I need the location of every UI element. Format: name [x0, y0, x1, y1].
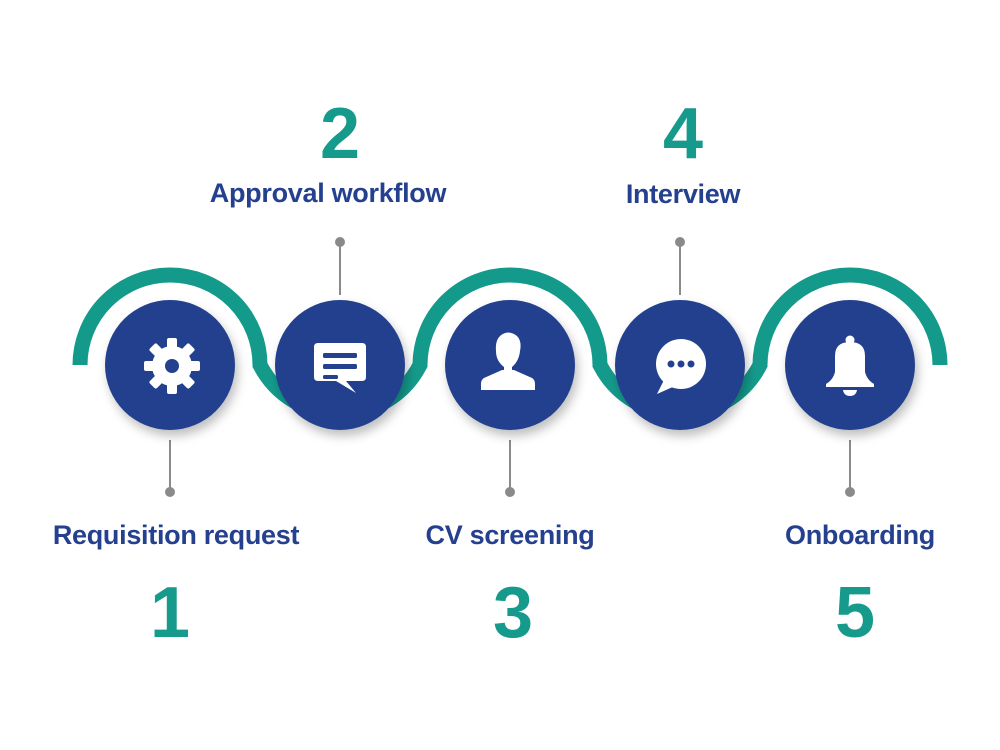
- connector-4: [675, 237, 685, 295]
- connector-1: [165, 440, 175, 497]
- chat-bubble-icon: [656, 339, 706, 394]
- step-2-label: Approval workflow: [209, 178, 447, 208]
- step-4-label: Interview: [625, 179, 741, 209]
- step-5-label: Onboarding: [785, 520, 935, 550]
- step-1-label: Requisition request: [52, 520, 300, 550]
- message-icon: [314, 343, 366, 393]
- step-1-number: 1: [149, 573, 191, 653]
- step-3-label: CV screening: [425, 520, 595, 550]
- gear-icon: [144, 338, 200, 394]
- step-2-number: 2: [319, 94, 361, 174]
- step-4-number: 4: [662, 94, 704, 174]
- connector-5: [845, 440, 855, 497]
- connector-2: [335, 237, 345, 295]
- wave-connector: [72, 267, 948, 422]
- bell-icon: [826, 335, 874, 396]
- step-5-number: 5: [834, 573, 876, 653]
- person-icon: [481, 332, 535, 390]
- connector-3: [505, 440, 515, 497]
- step-3-number: 3: [492, 573, 534, 653]
